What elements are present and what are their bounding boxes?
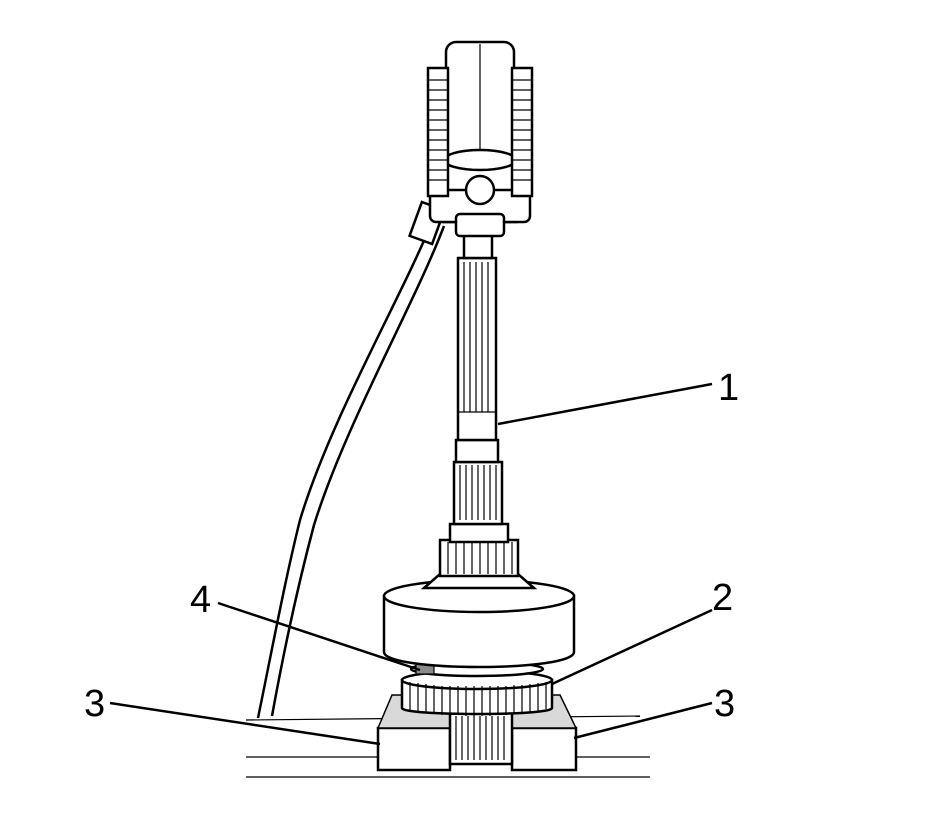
leader-4 — [217, 601, 421, 672]
tool-cable — [256, 200, 447, 719]
gear-ring — [400, 669, 554, 716]
input-shaft — [456, 230, 498, 442]
leader-1 — [497, 382, 713, 426]
hub-bearing — [438, 522, 520, 578]
callout-3-right: 3 — [714, 683, 735, 725]
leader-lines — [109, 382, 713, 746]
leader-3-left — [109, 701, 381, 746]
puller-tool-head — [426, 40, 534, 238]
leader-3-right — [573, 701, 713, 740]
clutch-drum — [382, 572, 576, 669]
shaft-lower-spline — [452, 438, 504, 526]
callout-2: 2 — [712, 577, 733, 619]
lower-spline — [448, 710, 514, 766]
right-spring — [510, 66, 534, 198]
callout-1: 1 — [718, 367, 739, 409]
callout-4: 4 — [190, 579, 211, 621]
leader-2 — [551, 608, 713, 686]
left-spring — [426, 66, 450, 198]
callout-3-left: 3 — [84, 683, 105, 725]
